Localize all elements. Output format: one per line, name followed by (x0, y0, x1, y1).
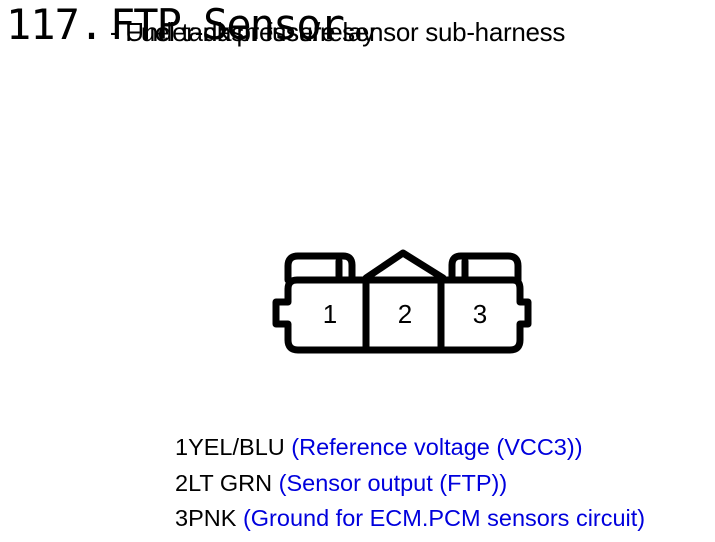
pin-row: 2LT GRN (Sensor output (FTP)) (175, 466, 645, 502)
pin-description: (Sensor output (FTP)) (278, 469, 508, 496)
pin-label-1: 1 (323, 299, 337, 329)
pin-row: 3PNK (Ground for ECM.PCM sensors circuit… (175, 501, 645, 537)
wire-color: PNK (188, 505, 237, 531)
pin-list: 1YEL/BLU (Reference voltage (VCC3)) 2LT … (175, 430, 645, 537)
pin-label-2: 2 (398, 299, 412, 329)
subtitle-fuse-relay: - Under-dash fuse/relay (110, 17, 375, 47)
pin-number: 2 (175, 469, 189, 496)
left-latch (284, 252, 356, 284)
pin-description: (Ground for ECM.PCM sensors circuit) (242, 505, 646, 531)
connector-body (272, 276, 532, 354)
pin-label-3: 3 (473, 299, 487, 329)
diagram-number: 117. (6, 0, 104, 49)
component-title: FTP Sensor (110, 0, 345, 49)
pin-number: 3 (175, 505, 189, 531)
wire-color: LT GRN (188, 469, 273, 496)
wire-color: YEL/BLU (188, 434, 285, 460)
center-key (362, 249, 447, 282)
right-latch (448, 252, 522, 284)
subtitle-sub-harness: - Fuel tank pressure sensor sub-harness (110, 17, 566, 47)
pin-description: (Reference voltage (VCC3)) (291, 434, 583, 460)
pin-row: 1YEL/BLU (Reference voltage (VCC3)) (175, 430, 645, 466)
pin-number: 1 (175, 434, 189, 460)
